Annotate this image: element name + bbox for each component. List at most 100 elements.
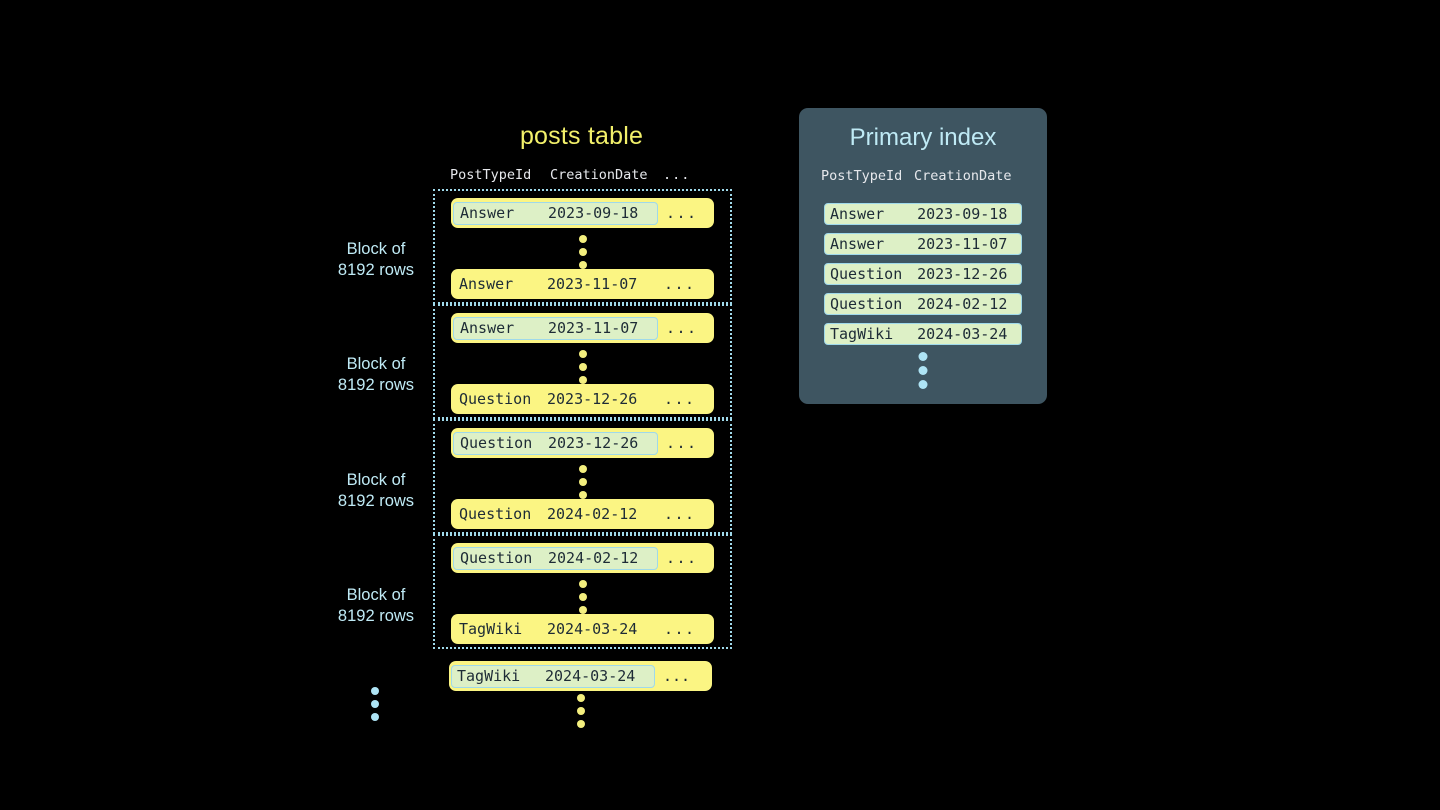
- block-label-4-line1: Block of: [346, 586, 406, 604]
- dot-icon: [578, 491, 587, 499]
- block-label-1-line1: Block of: [346, 240, 406, 258]
- cell-posttypeid: Answer: [460, 319, 515, 337]
- dot-icon: [578, 350, 587, 358]
- table-row[interactable]: Answer 2023-11-07 ...: [451, 313, 714, 343]
- cell-ellipsis: ...: [664, 390, 696, 408]
- rows-ellipsis-icon: [578, 350, 587, 384]
- dot-icon: [578, 248, 587, 256]
- granule-mark-box: Answer 2023-11-07: [453, 316, 658, 340]
- cell-posttypeid: Question: [459, 390, 532, 408]
- cell-creationdate: 2024-02-12: [917, 295, 1008, 313]
- cell-creationdate: 2024-03-24: [917, 325, 1008, 343]
- dot-icon: [918, 352, 928, 361]
- primary-index-panel: Primary index PostTypeId CreationDate An…: [799, 108, 1047, 404]
- block-label-1-line2: 8192 rows: [337, 261, 415, 279]
- cell-ellipsis: ...: [666, 319, 698, 337]
- block-label-4-line2: 8192 rows: [337, 607, 415, 625]
- cell-ellipsis: ...: [666, 434, 698, 452]
- table-row[interactable]: Question 2024-02-12 ...: [451, 543, 714, 573]
- posts-table-column-headers: PostTypeId CreationDate ...: [450, 165, 713, 185]
- rows-ellipsis-icon: [578, 580, 587, 614]
- rows-ellipsis-icon: [578, 465, 587, 499]
- cell-ellipsis: ...: [664, 620, 696, 638]
- table-row[interactable]: Question 2023-12-26 ...: [451, 428, 714, 458]
- primary-index-column-headers: PostTypeId CreationDate: [821, 166, 1031, 186]
- cell-creationdate: 2023-12-26: [548, 434, 639, 452]
- block-label-1: Block of 8192 rows: [296, 239, 456, 281]
- dot-icon: [578, 363, 587, 371]
- dot-icon: [577, 694, 585, 702]
- cell-posttypeid: Question: [459, 505, 532, 523]
- table-row[interactable]: Question 2024-02-12 ...: [451, 499, 714, 529]
- cell-creationdate: 2024-03-24: [545, 667, 636, 685]
- granule-mark-box: TagWiki 2024-03-24: [451, 664, 655, 688]
- table-row[interactable]: Answer 2023-11-07 ...: [451, 269, 714, 299]
- table-row[interactable]: Question 2023-12-26 ...: [451, 384, 714, 414]
- posts-table-blocks: Answer 2023-09-18 ... Answer 2023-11-07 …: [433, 189, 732, 649]
- cell-posttypeid: Question: [460, 549, 533, 567]
- dot-icon: [577, 720, 585, 728]
- dot-icon: [578, 606, 587, 614]
- block-label-2: Block of 8192 rows: [296, 354, 456, 396]
- cell-posttypeid: TagWiki: [457, 667, 521, 685]
- dot-icon: [578, 580, 587, 588]
- dot-icon: [918, 366, 928, 375]
- cell-posttypeid: Question: [830, 295, 903, 313]
- dot-icon: [918, 380, 928, 389]
- dot-icon: [578, 261, 587, 269]
- row-cells: Question 2023-12-26: [453, 388, 656, 411]
- cell-posttypeid: Answer: [830, 235, 885, 253]
- cell-creationdate: 2023-11-07: [547, 275, 638, 293]
- primary-index-title: Primary index: [849, 124, 997, 151]
- page-title: posts table: [519, 122, 644, 150]
- cell-posttypeid: TagWiki: [830, 325, 894, 343]
- primary-index-rows: Answer 2023-09-18 Answer 2023-11-07 Ques…: [824, 203, 1022, 353]
- cell-posttypeid: Question: [830, 265, 903, 283]
- row-cells: Question 2024-02-12: [453, 503, 656, 526]
- index-mark-row[interactable]: Answer 2023-09-18: [824, 203, 1022, 225]
- dot-icon: [578, 235, 587, 243]
- column-header-creationdate: CreationDate: [550, 167, 648, 183]
- blocks-continue-ellipsis-icon: [371, 687, 379, 721]
- granule-mark-box: Question 2024-02-12: [453, 546, 658, 570]
- cell-ellipsis: ...: [666, 549, 698, 567]
- block-label-4: Block of 8192 rows: [296, 585, 456, 627]
- row-cells: Answer 2023-11-07: [453, 273, 656, 296]
- index-mark-row[interactable]: Question 2024-02-12: [824, 293, 1022, 315]
- cell-creationdate: 2023-09-18: [917, 205, 1008, 223]
- index-mark-row[interactable]: TagWiki 2024-03-24: [824, 323, 1022, 345]
- column-header-ellipsis: ...: [663, 167, 691, 183]
- cell-posttypeid: Answer: [459, 275, 514, 293]
- cell-posttypeid: Answer: [460, 204, 515, 222]
- index-continues-ellipsis-icon: [918, 352, 928, 389]
- table-continues-ellipsis-icon: [577, 694, 585, 728]
- block-label-3-line1: Block of: [346, 471, 406, 489]
- block-label-3-line2: 8192 rows: [337, 492, 415, 510]
- column-header-creationdate: CreationDate: [914, 168, 1012, 184]
- cell-creationdate: 2023-11-07: [917, 235, 1008, 253]
- dot-icon: [371, 687, 379, 695]
- table-block: Question 2024-02-12 ... TagWiki 2024-03-…: [433, 534, 732, 649]
- row-cells: TagWiki 2024-03-24: [453, 618, 656, 641]
- cell-ellipsis: ...: [666, 204, 698, 222]
- table-block: Answer 2023-09-18 ... Answer 2023-11-07 …: [433, 189, 732, 304]
- table-block: Question 2023-12-26 ... Question 2024-02…: [433, 419, 732, 534]
- index-mark-row[interactable]: Question 2023-12-26: [824, 263, 1022, 285]
- dot-icon: [578, 593, 587, 601]
- granule-mark-box: Question 2023-12-26: [453, 431, 658, 455]
- cell-ellipsis: ...: [664, 275, 696, 293]
- cell-creationdate: 2023-09-18: [548, 204, 639, 222]
- rows-ellipsis-icon: [578, 235, 587, 269]
- block-label-2-line1: Block of: [346, 355, 406, 373]
- table-row[interactable]: Answer 2023-09-18 ...: [451, 198, 714, 228]
- index-mark-row[interactable]: Answer 2023-11-07: [824, 233, 1022, 255]
- dot-icon: [371, 700, 379, 708]
- cell-creationdate: 2023-12-26: [547, 390, 638, 408]
- cell-creationdate: 2023-12-26: [917, 265, 1008, 283]
- dot-icon: [577, 707, 585, 715]
- dot-icon: [578, 465, 587, 473]
- block-label-3: Block of 8192 rows: [296, 470, 456, 512]
- table-row[interactable]: TagWiki 2024-03-24 ...: [449, 661, 712, 691]
- table-row[interactable]: TagWiki 2024-03-24 ...: [451, 614, 714, 644]
- cell-ellipsis: ...: [663, 667, 691, 685]
